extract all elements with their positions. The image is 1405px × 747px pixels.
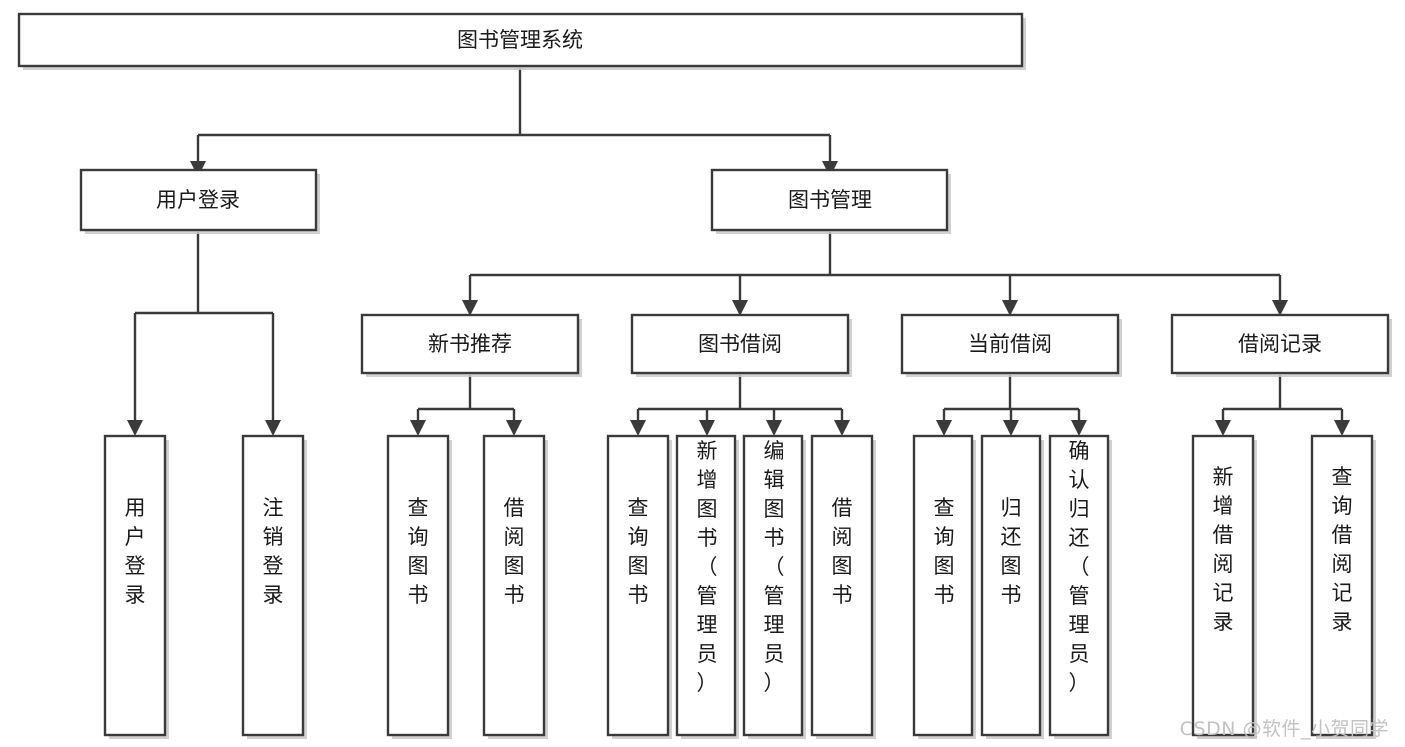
- arrow-head-leaf5: [630, 420, 646, 436]
- node-leaf10-box: [980, 434, 1042, 737]
- arrow-head-current: [1002, 300, 1018, 316]
- node-root-label: 图书管理系统: [457, 28, 583, 52]
- node-leaf8-box: [810, 434, 874, 737]
- node-bookmgmt[interactable]: 图书管理: [710, 168, 951, 234]
- node-current-label: 当前借阅: [968, 332, 1052, 356]
- node-leaf5-box: [606, 434, 670, 737]
- node-leaf9-label: 查询图书: [934, 496, 955, 607]
- edge-current-trunk: [942, 375, 1081, 422]
- node-leaf12-label: 新增借阅记录: [1213, 465, 1234, 634]
- arrow-head-leaf6: [699, 420, 715, 436]
- node-bookmgmt-label: 图书管理: [788, 188, 872, 212]
- node-records-box: [1170, 313, 1390, 375]
- arrow-head-newbook: [462, 300, 478, 316]
- edge-root-trunk: [196, 68, 832, 163]
- node-bookmgmt-box: [710, 168, 949, 232]
- arrow-head-leaf11: [1071, 420, 1087, 436]
- node-leaf5-label: 查询图书: [628, 496, 649, 607]
- node-leaf7[interactable]: 编辑图书（管理员）: [742, 434, 806, 739]
- node-root-box: [17, 12, 1024, 68]
- arrow-head-leaf2: [265, 420, 281, 436]
- node-leaf9-box: [912, 434, 974, 737]
- node-leaf3-box: [386, 434, 450, 737]
- edge-borrow-trunk: [636, 375, 844, 422]
- node-leaf2[interactable]: 注销登录: [241, 434, 307, 739]
- node-leaf2-box: [241, 434, 305, 737]
- arrow-head-leaf10: [1003, 420, 1019, 436]
- arrow-head-leaf13: [1334, 420, 1350, 436]
- arrow-head-leaf3: [410, 420, 426, 436]
- node-leaf1[interactable]: 用户登录: [103, 434, 169, 739]
- node-leaf7-label: 编辑图书（管理员）: [764, 439, 785, 695]
- node-leaf11-label: 确认归还（管理员）: [1069, 439, 1090, 695]
- node-leaf8-label: 借阅图书: [832, 496, 853, 607]
- node-borrow-box: [630, 313, 850, 375]
- node-leaf1-box: [103, 434, 167, 737]
- node-newbook-label: 新书推荐: [428, 332, 512, 356]
- node-leaf13-label: 查询借阅记录: [1332, 465, 1353, 634]
- edge-layer: [127, 68, 1350, 436]
- node-leaf8[interactable]: 借阅图书: [810, 434, 876, 739]
- node-leaf3-label: 查询图书: [408, 496, 429, 607]
- node-leaf6-label: 新增图书（管理员）: [697, 439, 718, 695]
- arrow-head-leaf4: [506, 420, 522, 436]
- node-leaf5[interactable]: 查询图书: [606, 434, 672, 739]
- node-leaf2-label: 注销登录: [263, 496, 284, 607]
- arrow-head-leaf8: [834, 420, 850, 436]
- node-records-label: 借阅记录: [1238, 332, 1322, 356]
- node-login[interactable]: 用户登录: [79, 168, 320, 234]
- node-leaf11[interactable]: 确认归还（管理员）: [1048, 434, 1112, 739]
- node-leaf13[interactable]: 查询借阅记录: [1310, 434, 1376, 739]
- node-login-box: [79, 168, 318, 232]
- arrow-head-leaf9: [936, 420, 952, 436]
- node-leaf13-box: [1310, 434, 1374, 737]
- node-leaf11-box: [1048, 434, 1110, 737]
- node-root[interactable]: 图书管理系统: [17, 12, 1026, 70]
- arrow-head-leaf12: [1215, 420, 1231, 436]
- node-leaf6-box: [675, 434, 737, 737]
- node-leaf4-label: 借阅图书: [504, 496, 525, 607]
- edge-login-trunk: [133, 232, 275, 422]
- arrow-head-records: [1272, 300, 1288, 316]
- node-leaf12[interactable]: 新增借阅记录: [1191, 434, 1257, 739]
- arrow-head-leaf1: [127, 420, 143, 436]
- node-current[interactable]: 当前借阅: [900, 313, 1122, 377]
- edge-newbook-trunk: [416, 375, 516, 422]
- edge-bookmgmt-trunk: [468, 232, 1282, 302]
- arrow-head-borrow: [732, 300, 748, 316]
- node-newbook[interactable]: 新书推荐: [360, 313, 582, 377]
- node-leaf6[interactable]: 新增图书（管理员）: [675, 434, 739, 739]
- node-leaf3[interactable]: 查询图书: [386, 434, 452, 739]
- node-leaf12-box: [1191, 434, 1255, 737]
- node-leaf4-box: [482, 434, 546, 737]
- arrow-head-leaf7: [766, 420, 782, 436]
- node-leaf10-label: 归还图书: [1001, 496, 1022, 607]
- node-borrow[interactable]: 图书借阅: [630, 313, 852, 377]
- node-current-box: [900, 313, 1120, 375]
- node-leaf9[interactable]: 查询图书: [912, 434, 976, 739]
- node-borrow-label: 图书借阅: [698, 332, 782, 356]
- node-login-label: 用户登录: [156, 188, 240, 212]
- node-leaf1-label: 用户登录: [125, 496, 146, 607]
- node-leaf7-box: [742, 434, 804, 737]
- node-records[interactable]: 借阅记录: [1170, 313, 1392, 377]
- node-newbook-box: [360, 313, 580, 375]
- node-leaf4[interactable]: 借阅图书: [482, 434, 548, 739]
- edge-records-trunk: [1221, 375, 1344, 422]
- node-leaf10[interactable]: 归还图书: [980, 434, 1044, 739]
